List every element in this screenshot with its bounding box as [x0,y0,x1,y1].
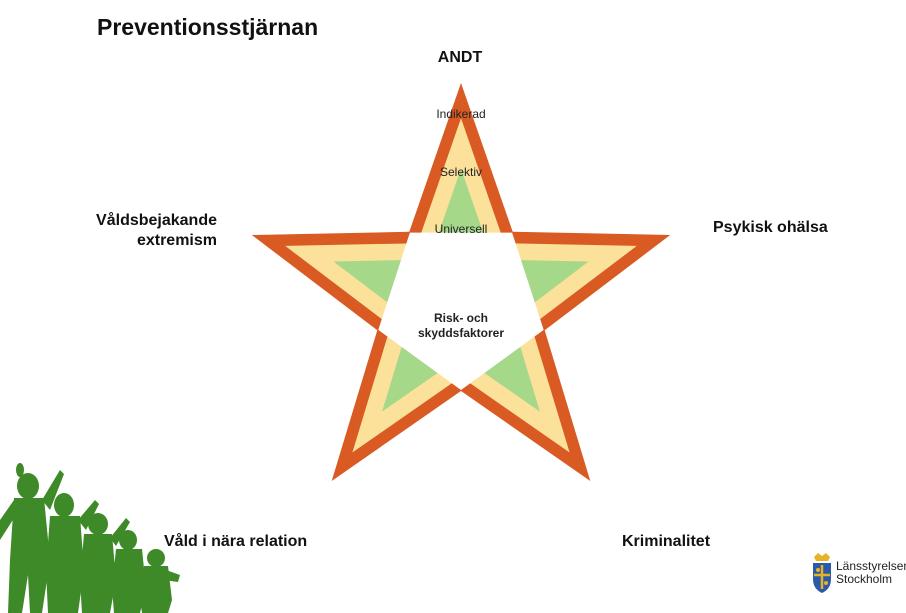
page-title: Preventionsstjärnan [97,14,319,40]
star-center-core [378,232,544,390]
star-level-label: Universell [435,222,488,236]
area-label-line: extremism [136,232,217,249]
area-label-line: Våldsbejakande [96,212,217,229]
area-label-vald-i-nara-relation: Våld i nära relation [164,533,308,550]
children-silhouettes-icon [0,463,180,613]
star-center-label: skyddsfaktorer [418,326,504,340]
area-label-andt: ANDT [437,49,483,66]
logo-text-line: Stockholm [836,572,893,586]
crest-icon [813,553,831,593]
area-label-valdsbejakande-extremism: Våldsbejakande extremism [60,211,217,251]
star-level-label: Selektiv [440,165,482,179]
area-label-kriminalitet: Kriminalitet [622,533,711,550]
star-level-label: Indikerad [436,107,485,121]
logo-text-line: Länsstyrelsen [836,559,906,573]
area-label-psykisk-ohalsa: Psykisk ohälsa [713,219,828,236]
star-center-label: Risk- och [434,311,488,325]
lansstyrelsen-logo: Länsstyrelsen Stockholm [808,549,906,599]
